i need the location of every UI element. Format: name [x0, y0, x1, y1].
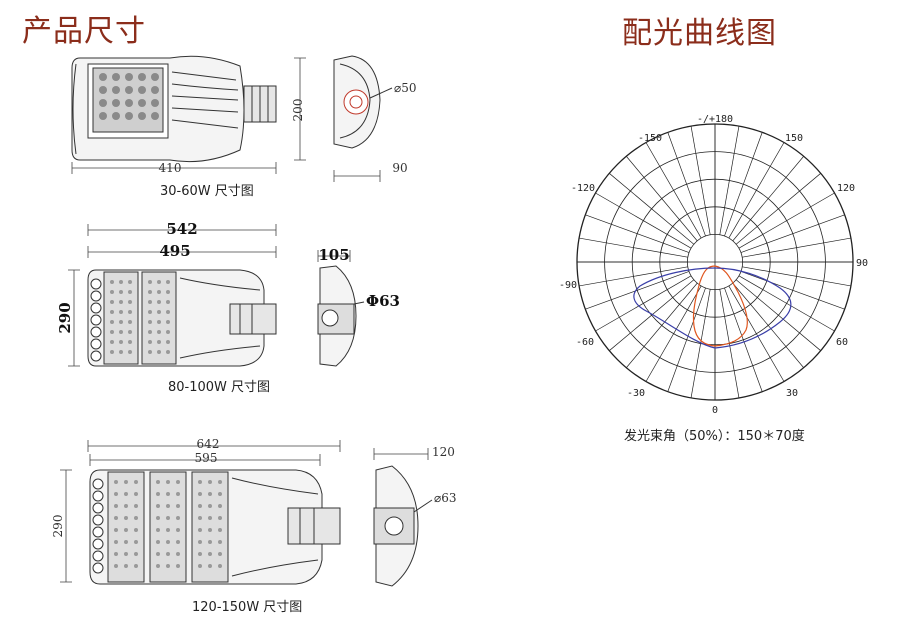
- polar-spoke: [579, 237, 688, 258]
- polar-angle-label: -30: [627, 388, 645, 399]
- polar-spoke: [585, 271, 690, 310]
- polar-angle-label: -90: [559, 280, 577, 291]
- polar-caption: 发光束角（50%）：150＊70度: [624, 429, 805, 444]
- polar-spoke: [595, 192, 692, 249]
- polar-spoke: [742, 266, 851, 287]
- polar-spoke: [728, 142, 785, 239]
- polar-spoke: [690, 289, 711, 398]
- polar-spoke: [609, 279, 695, 351]
- polar-spoke: [667, 132, 706, 237]
- dim-80-100w-body: 495: [159, 242, 190, 260]
- polar-angle-label: 120: [837, 183, 855, 194]
- product-size-heading: 产品尺寸: [22, 14, 146, 49]
- polar-spoke: [724, 287, 763, 392]
- curve-c0-orange: [692, 265, 748, 347]
- dim-120-150w-total: 642: [197, 437, 220, 451]
- polar-angle-label: -60: [576, 337, 594, 348]
- lamp-80-100w-dimensions: [68, 224, 351, 367]
- polar-angle-label: 60: [836, 337, 848, 348]
- polar-spoke: [740, 214, 845, 253]
- polar-spoke: [585, 214, 690, 253]
- lamp-30-60w-dimensions: [71, 57, 381, 182]
- dim-120-150w-depth: 120: [432, 445, 455, 459]
- dim-80-100w-height: 290: [56, 302, 74, 333]
- dim-80-100w-diameter: Φ63: [366, 292, 400, 310]
- polar-label-top: -/+180: [697, 114, 733, 125]
- lamp-30-60w-top-view: [71, 55, 277, 163]
- polar-spoke: [740, 271, 845, 310]
- polar-spoke: [724, 132, 763, 237]
- dim-120-150w-body: 595: [195, 451, 218, 465]
- polar-spoke: [735, 279, 821, 351]
- lamp-120-150w-dimensions: [60, 440, 429, 583]
- polar-spoke: [732, 282, 804, 368]
- polar-grid: [576, 123, 854, 401]
- lamp-120-150w-side-view: [373, 465, 433, 587]
- dim-30-60w-diameter: ⌀50: [394, 81, 417, 95]
- polar-spoke: [626, 156, 698, 242]
- polar-angle-label: 90: [856, 258, 868, 269]
- dim-30-60w-length: 410: [159, 161, 182, 175]
- polar-angle-label: -120: [571, 183, 595, 194]
- polar-spoke: [732, 156, 804, 242]
- caption-120-150w: 120-150W 尺寸图: [192, 600, 303, 615]
- lamp-120-150w-top-view: [89, 469, 341, 585]
- polar-spoke: [690, 126, 711, 235]
- lamp-80-100w-top-view: [87, 269, 277, 367]
- caption-30-60w: 30-60W 尺寸图: [160, 184, 254, 199]
- polar-angle-label: 0: [712, 405, 718, 416]
- light-curve-heading: 配光曲线图: [622, 16, 777, 51]
- polar-angle-labels: -150 150 -120 120 -90 90 -60 60 -30 30 0: [559, 133, 868, 416]
- dim-80-100w-total: 542: [166, 220, 197, 238]
- polar-spoke: [719, 126, 740, 235]
- lamp-30-60w-side-view: [333, 55, 393, 149]
- lamp-80-100w-side-view: [317, 265, 365, 367]
- polar-angle-label: 30: [786, 388, 798, 399]
- polar-spoke: [667, 287, 706, 392]
- curve-c90-blue: [633, 267, 792, 349]
- polar-spoke: [579, 266, 688, 287]
- polar-spoke: [645, 285, 702, 382]
- dim-120-150w-height: 290: [51, 515, 65, 538]
- dim-30-60w-height: 200: [291, 99, 305, 122]
- polar-spoke: [742, 237, 851, 258]
- polar-spoke: [609, 173, 695, 245]
- polar-angle-label: -150: [638, 133, 662, 144]
- polar-spoke: [645, 142, 702, 239]
- polar-spoke: [728, 285, 785, 382]
- dim-30-60w-depth: 90: [392, 161, 407, 175]
- dim-120-150w-diameter: ⌀63: [434, 491, 457, 505]
- polar-spoke: [738, 275, 835, 332]
- polar-spoke: [595, 275, 692, 332]
- polar-spoke: [738, 192, 835, 249]
- dim-80-100w-depth: 105: [318, 246, 349, 264]
- caption-80-100w: 80-100W 尺寸图: [168, 380, 271, 395]
- polar-angle-label: 150: [785, 133, 803, 144]
- polar-spoke: [626, 282, 698, 368]
- polar-spoke: [735, 173, 821, 245]
